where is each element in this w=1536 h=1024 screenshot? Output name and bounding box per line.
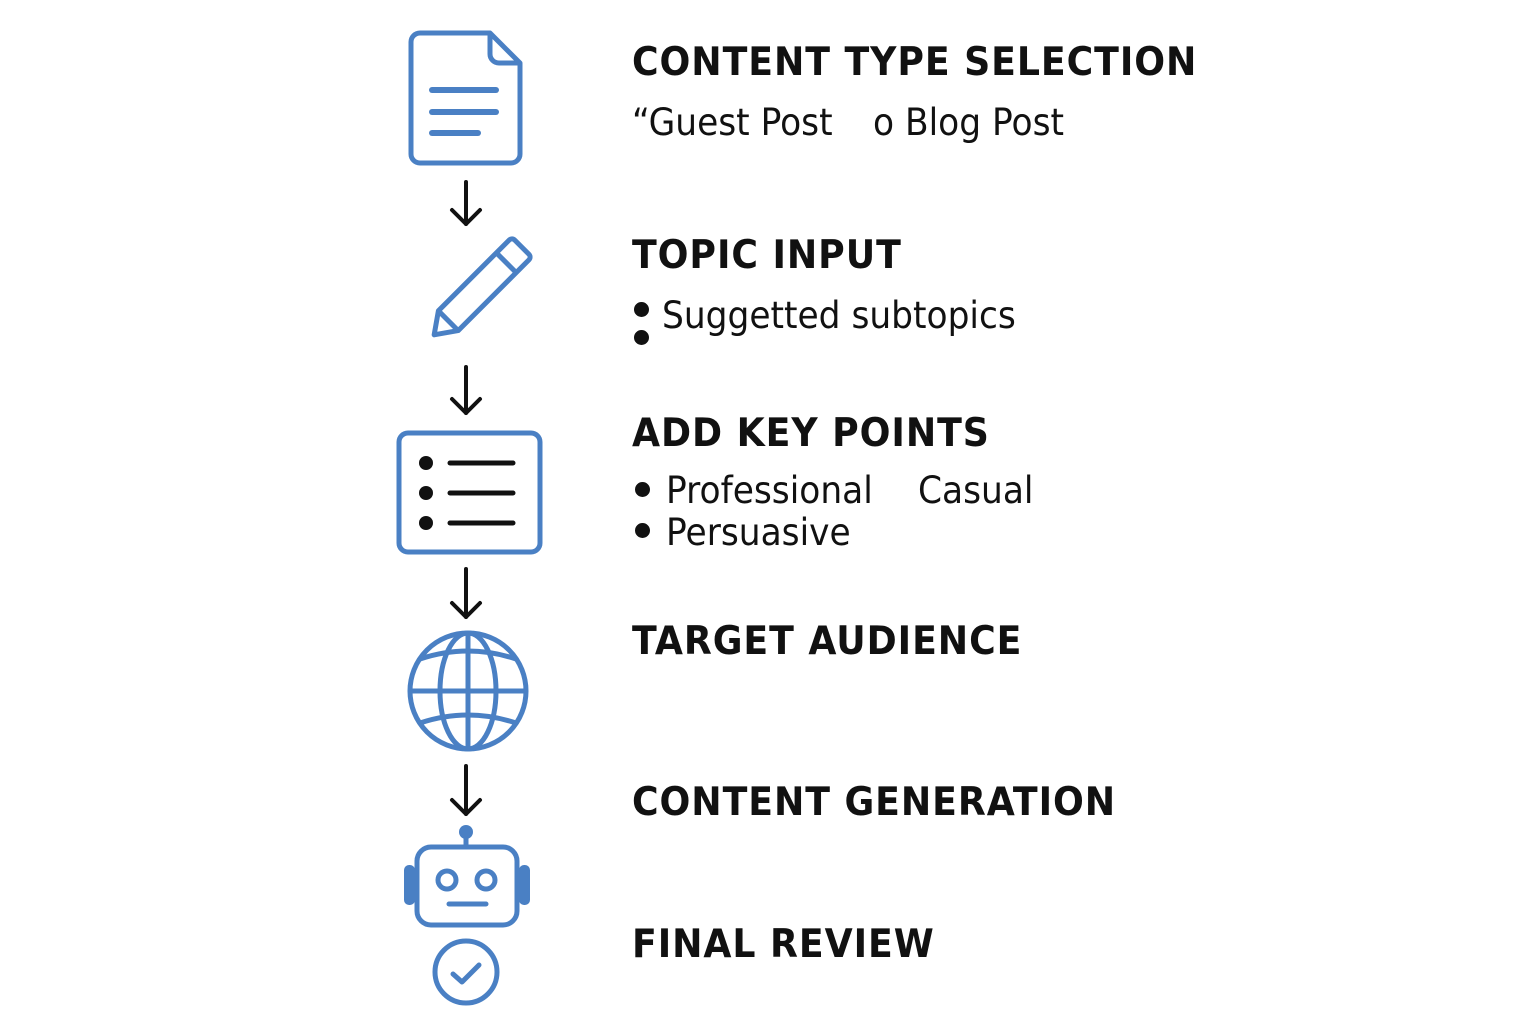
document-icon xyxy=(408,30,524,166)
option-blog-post[interactable]: o Blog Post xyxy=(873,101,1064,144)
step-title-target-audience: TARGET AUDIENCE xyxy=(632,619,1023,664)
tone-option-persuasive[interactable]: Persuasive xyxy=(666,511,851,554)
arrow-down-icon xyxy=(446,764,486,816)
bullet-icon xyxy=(635,523,650,538)
arrow-down-icon xyxy=(446,365,486,415)
option-guest-post[interactable]: “Guest Post xyxy=(632,101,833,144)
suggested-subtopics-item[interactable]: Suggetted subtopics xyxy=(662,294,1016,337)
pencil-icon xyxy=(415,228,541,354)
bullet-icon xyxy=(635,482,650,497)
step-title-content-type-selection: CONTENT TYPE SELECTION xyxy=(632,40,1198,85)
step-title-topic-input: TOPIC INPUT xyxy=(632,233,902,278)
robot-icon xyxy=(402,823,534,929)
globe-icon xyxy=(406,629,530,753)
bullet-icon xyxy=(634,302,649,317)
step-title-add-key-points: ADD KEY POINTS xyxy=(632,411,990,456)
list-icon xyxy=(396,430,544,556)
arrow-down-icon xyxy=(446,567,486,619)
step-title-content-generation: CONTENT GENERATION xyxy=(632,780,1117,825)
tone-option-professional[interactable]: Professional xyxy=(666,469,873,512)
arrow-down-icon xyxy=(446,180,486,228)
step-title-final-review: FINAL REVIEW xyxy=(632,922,935,967)
bullet-icon xyxy=(634,330,649,345)
tone-option-casual[interactable]: Casual xyxy=(918,469,1034,512)
check-circle-icon xyxy=(431,937,501,1007)
